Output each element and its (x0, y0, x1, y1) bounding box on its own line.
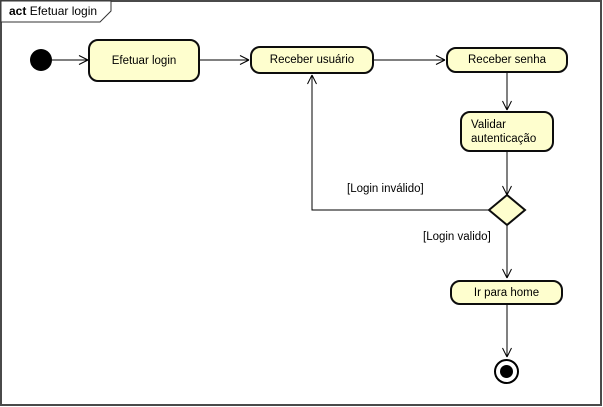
activity-final-node-inner (500, 365, 513, 378)
edge-ir-para-home-to-final (502, 305, 512, 358)
edge-decision-to-receber-usuario (307, 74, 489, 211)
edge-decision-to-ir-para-home (502, 224, 512, 279)
activity-label: Validar autenticação (471, 118, 537, 145)
activity-label: Receber senha (468, 54, 546, 66)
activity-label: Efetuar login (111, 54, 177, 67)
frame-title-tab (0, 0, 112, 23)
activity-node-efetuar-login: Efetuar login (88, 39, 200, 82)
guard-label-login-invalido: [Login inválido] (347, 183, 424, 195)
activity-node-ir-para-home: Ir para home (450, 280, 563, 305)
edge-validar-to-decision (502, 152, 512, 196)
edge-receber-senha-to-validar (502, 73, 512, 111)
activity-label: Ir para home (473, 286, 540, 299)
activity-node-receber-senha: Receber senha (446, 47, 568, 73)
guard-label-login-valido: [Login valido] (423, 231, 491, 243)
frame-keyword: act (9, 4, 27, 18)
activity-final-node (494, 359, 519, 384)
edge-efetuar-login-to-receber-usuario (200, 55, 250, 65)
activity-node-validar-autenticacao: Validar autenticação (460, 111, 554, 152)
initial-node (30, 49, 52, 71)
frame-title: act Efetuar login (9, 4, 97, 18)
edge-initial-to-efetuar-login (52, 55, 89, 65)
frame-title-text: Efetuar login (29, 4, 98, 18)
activity-node-receber-usuario: Receber usuário (250, 46, 374, 74)
activity-label: Receber usuário (269, 54, 355, 66)
edge-receber-usuario-to-receber-senha (374, 55, 446, 65)
decision-node (487, 193, 527, 227)
